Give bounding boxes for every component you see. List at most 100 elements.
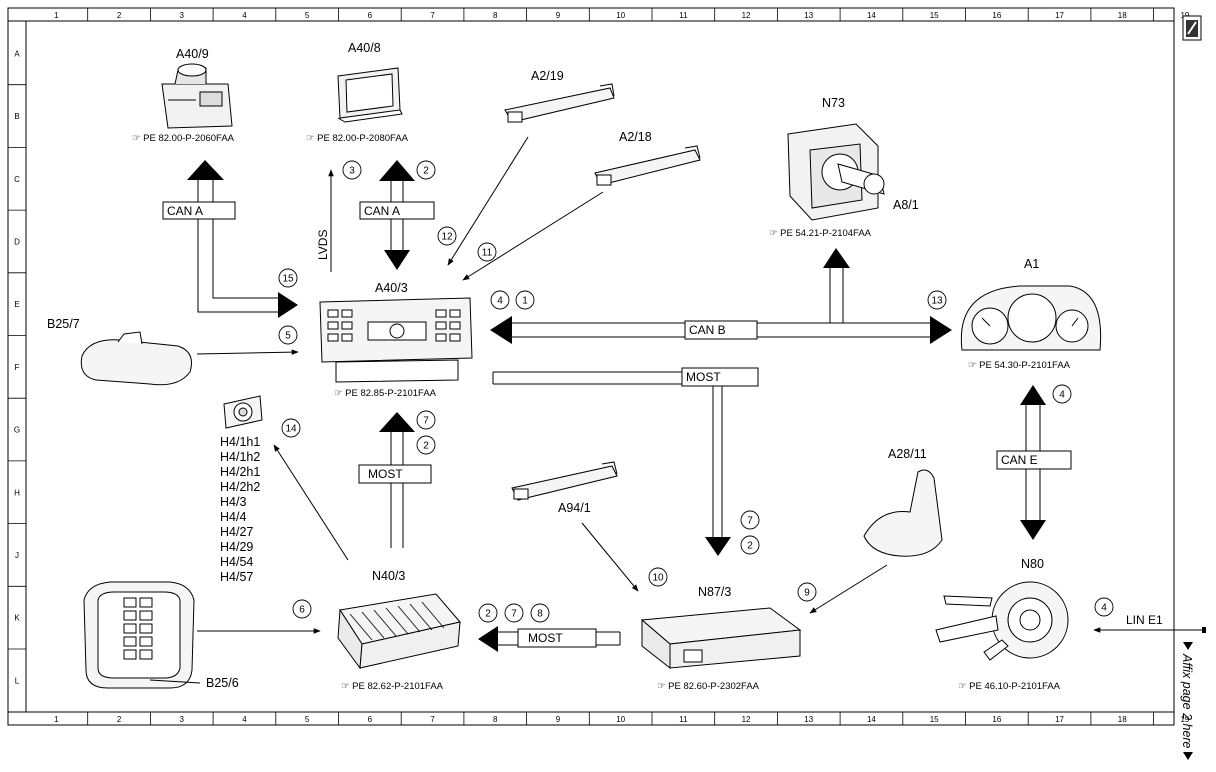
grid-row-label: A [14,49,20,58]
grid-column-label: 17 [1055,715,1064,724]
a2-18-label: A2/18 [619,130,652,144]
grid-column-label: 1 [54,11,59,20]
h4-speaker [223,395,263,429]
a40-8-label: A40/8 [348,41,381,55]
grid-row-label: F [15,363,20,372]
circle-marker-ring [342,160,362,180]
svg-text:MOST: MOST [368,467,403,481]
grid-column-label: 13 [804,11,813,20]
b25-7-mirror [80,331,192,386]
grid-column-label: 9 [556,715,561,724]
grid-column-label: 10 [616,11,625,20]
circle-marker-number: 2 [423,441,429,452]
bus-label-can-a-left: CAN A [162,201,236,220]
bus-label-most-mid: MOST [358,464,432,484]
grid-column-label: 14 [867,11,876,20]
circle-marker-number: 4 [1101,603,1107,614]
b25-6-control-panel [83,581,201,689]
bus-label-most-bottom: MOST [517,628,597,648]
circle-marker-ring [278,268,298,288]
a1-ref: ☞ PE 54.30-P-2101FAA [968,360,1071,371]
n80-steering-module [935,581,1069,661]
a2-19-module [504,83,615,123]
grid-column-label: 16 [992,11,1001,20]
grid-row-label: C [14,175,20,184]
grid-column-label: 17 [1055,11,1064,20]
a1-instrument-cluster [960,285,1102,351]
grid-column-label: 5 [305,715,310,724]
a40-3-label: A40/3 [375,281,408,295]
circle-marker-number: 11 [482,248,493,259]
circle-marker-ring [477,242,497,262]
circle-marker: 7 [416,410,436,430]
grid-column-label: 9 [556,11,561,20]
grid-column-label: 6 [368,11,373,20]
svg-text:CAN E: CAN E [1001,453,1038,467]
a94-1-connection [581,522,639,592]
grid-row-label: B [14,112,19,121]
most-top-connection [492,371,731,556]
grid-column-label: 4 [242,715,247,724]
circle-marker: 4 [490,290,510,310]
grid-column-label: 4 [242,11,247,20]
triangle-down-icon [1183,752,1193,760]
circle-marker-ring [648,567,668,587]
grid-column-label: 3 [180,715,185,724]
diagram-frame [7,7,1175,726]
bus-label-most-top: MOST [681,367,759,387]
circle-marker: 14 [281,418,301,438]
n87-3-telematics-unit [640,607,802,670]
grid-column-label: 12 [742,11,751,20]
circle-marker-number: 7 [423,416,429,427]
grid-column-label: 16 [992,715,1001,724]
triangle-down-icon [1183,642,1193,650]
can-a-left-connection [187,160,298,318]
circle-marker: 6 [292,599,312,619]
n87-3-ref: ☞ PE 82.60-P-2302FAA [657,681,760,692]
circle-marker-ring [278,325,298,345]
circle-marker: 7 [504,603,524,623]
circle-marker-number: 7 [511,609,517,620]
circle-marker-ring [416,160,436,180]
circle-marker-number: 10 [652,573,664,584]
grid-column-label: 11 [679,11,688,20]
circle-marker-ring [515,290,535,310]
circle-marker-ring [740,510,760,530]
grid-column-label: 13 [804,715,813,724]
circle-marker-ring [927,290,947,310]
circle-marker: 10 [648,567,668,587]
bus-label-can-e: CAN E [996,450,1072,470]
a28-11-connection [809,564,888,614]
n40-3-ref: ☞ PE 82.62-P-2101FAA [341,681,444,692]
a40-3-head-unit [319,297,473,383]
circle-marker-number: 2 [485,609,491,620]
grid-column-label: 7 [430,715,435,724]
grid-column-label: 8 [493,715,498,724]
circle-marker-ring [437,226,457,246]
bus-label-can-b: CAN B [684,320,758,340]
grid-row-label: D [14,237,20,246]
circle-marker: 3 [342,160,362,180]
circle-marker: 2 [740,535,760,555]
circle-marker-number: 4 [497,296,503,307]
grid-row-label: H [14,488,20,497]
grid-column-label: 7 [430,11,435,20]
circle-marker-number: 14 [285,424,297,435]
grid-column-label: 8 [493,11,498,20]
svg-text:CAN A: CAN A [167,204,203,218]
h4-connection [273,444,349,561]
grid-column-label: 2 [117,11,122,20]
circle-marker-ring [478,603,498,623]
circle-marker: 9 [797,582,817,602]
bus-label-lvds: LVDS [316,230,330,260]
most-mid-connection [379,412,415,548]
h4-label-list: H4/1h1 H4/1h2 H4/2h1 H4/2h2 H4/3 H4/4 H4… [220,435,264,584]
grid-column-label: 18 [1118,11,1127,20]
a40-8-ref: ☞ PE 82.00-P-2080FAA [306,133,409,144]
a40-3-ref: ☞ PE 82.85-P-2101FAA [334,388,437,399]
circle-marker-ring [740,535,760,555]
circle-marker-ring [281,418,301,438]
a1-label: A1 [1024,257,1039,271]
a8-1-label: A8/1 [893,198,919,212]
